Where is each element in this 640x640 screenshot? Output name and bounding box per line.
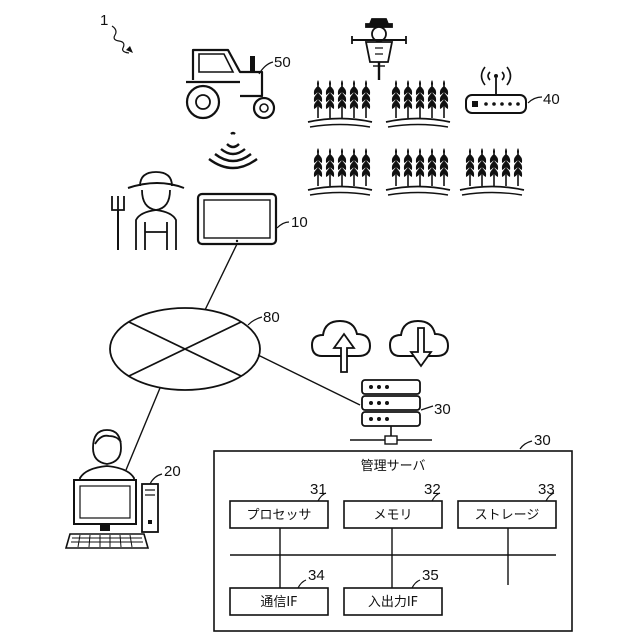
wireless-signal-icon	[209, 133, 257, 168]
comm-if-ref-label: 34	[308, 567, 325, 584]
tablet-icon	[198, 194, 276, 244]
tablet-ref-label: 10	[291, 214, 308, 231]
cloud-upload-icon	[312, 321, 370, 372]
network-icon	[110, 308, 260, 390]
memory-label: メモリ	[373, 508, 412, 523]
io-if-label: 入出力IF	[368, 595, 418, 610]
farmer-icon	[112, 172, 184, 250]
io-if-ref-label: 35	[422, 567, 439, 584]
network-ref-label: 80	[263, 309, 280, 326]
figure-ref-label: 1	[100, 12, 108, 29]
scarecrow-icon	[352, 19, 406, 80]
processor-ref-label: 31	[310, 481, 327, 498]
server-ref-label: 30	[434, 401, 451, 418]
sensor-ref-label: 40	[543, 91, 560, 108]
desktop-pc-icon	[66, 480, 158, 548]
comm-if-label: 通信IF	[260, 595, 297, 610]
server-detail-ref-label: 30	[534, 432, 551, 449]
wheat-crop-icon	[308, 148, 524, 195]
router-icon	[466, 67, 526, 113]
memory-ref-label: 32	[424, 481, 441, 498]
storage-ref-label: 33	[538, 481, 555, 498]
processor-label: プロセッサ	[246, 508, 311, 523]
ref-arrow-line	[112, 26, 129, 53]
tablet-network-link	[205, 244, 237, 310]
storage-label: ストレージ	[475, 508, 540, 523]
management-server-title: 管理サーバ	[361, 459, 426, 474]
tractor-ref-label: 50	[274, 54, 291, 71]
cloud-download-icon	[390, 321, 448, 366]
network-pc-link	[126, 388, 160, 470]
server-icon	[350, 380, 432, 444]
ref-arrow-head	[126, 46, 133, 53]
wheat-crop-icon	[308, 80, 450, 127]
tractor-icon	[186, 50, 274, 118]
pc-ref-label: 20	[164, 463, 181, 480]
